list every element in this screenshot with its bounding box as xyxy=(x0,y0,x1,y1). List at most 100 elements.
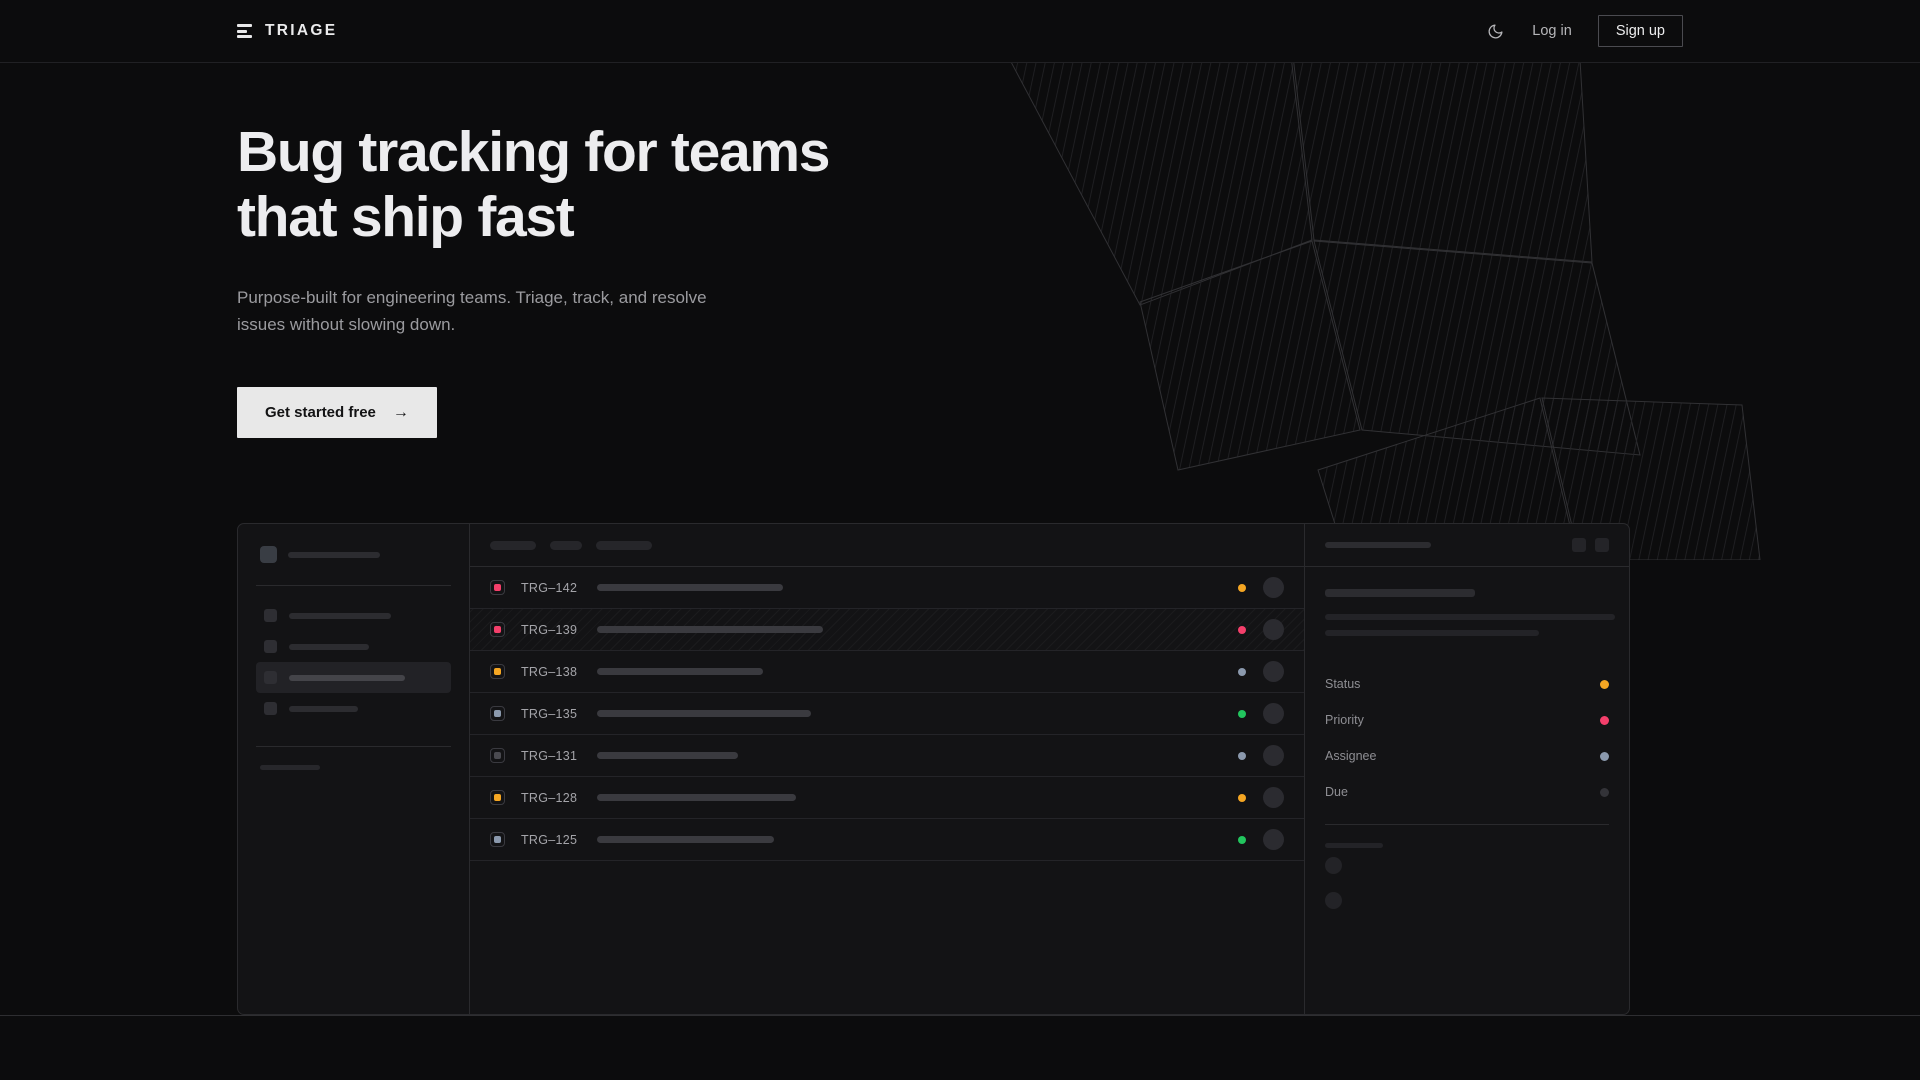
issue-id: TRG–125 xyxy=(521,832,578,847)
toolbar-control-2[interactable] xyxy=(550,540,582,550)
priority-icon xyxy=(490,580,505,595)
moon-icon[interactable] xyxy=(1484,20,1506,42)
sidebar-section-label xyxy=(260,765,320,770)
page-title: Bug tracking for teams that ship fast xyxy=(237,120,831,250)
toolbar-control-3[interactable] xyxy=(596,540,652,550)
detail-meta-status[interactable]: Status xyxy=(1325,666,1609,702)
meta-value-dot xyxy=(1600,715,1609,725)
brand-name: TRIAGE xyxy=(265,22,338,39)
detail-separator xyxy=(1325,824,1609,825)
priority-icon xyxy=(490,706,505,721)
top-navigation: TRIAGE Log in Sign up xyxy=(0,0,1920,63)
meta-value-dot xyxy=(1600,679,1609,689)
sidebar-nav-item-1[interactable] xyxy=(256,600,451,631)
detail-meta-priority[interactable]: Priority xyxy=(1325,702,1609,738)
issue-title-skeleton xyxy=(597,710,811,717)
status-badge xyxy=(1238,835,1246,844)
toolbar-control-1[interactable] xyxy=(490,540,536,550)
sidebar-divider-top xyxy=(256,585,451,586)
get-started-button[interactable]: Get started free → xyxy=(237,387,437,438)
detail-action-1-button[interactable] xyxy=(1572,538,1586,552)
meta-label: Due xyxy=(1325,785,1348,799)
avatar[interactable] xyxy=(1263,619,1284,640)
detail-meta-due[interactable]: Due xyxy=(1325,774,1609,810)
comment-avatar xyxy=(1325,892,1342,909)
issue-row[interactable]: TRG–131 xyxy=(470,735,1304,777)
avatar[interactable] xyxy=(1263,745,1284,766)
sidebar-nav-item-3[interactable] xyxy=(256,662,451,693)
sidebar-item-label xyxy=(289,612,391,619)
detail-description-line xyxy=(1325,614,1615,620)
signup-button[interactable]: Sign up xyxy=(1597,15,1683,47)
comment-item[interactable] xyxy=(1325,848,1609,883)
headline-line-1: Bug tracking for teams xyxy=(237,120,831,184)
issue-row[interactable]: TRG–142 xyxy=(470,567,1304,609)
priority-icon xyxy=(490,622,505,637)
sidebar-item-label xyxy=(289,674,405,681)
issue-title-skeleton xyxy=(597,836,774,843)
sidebar-item-icon xyxy=(264,640,277,653)
status-badge xyxy=(1238,751,1246,760)
detail-panel-header xyxy=(1305,524,1629,567)
sidebar-mini-item[interactable] xyxy=(256,806,451,826)
avatar[interactable] xyxy=(1263,577,1284,598)
avatar[interactable] xyxy=(1263,703,1284,724)
issue-title-skeleton xyxy=(597,752,738,759)
sidebar-nav-item-4[interactable] xyxy=(256,693,451,724)
issue-id: TRG–131 xyxy=(521,748,578,763)
detail-action-2-button[interactable] xyxy=(1595,538,1609,552)
issue-title-skeleton xyxy=(597,584,783,591)
sidebar-nav-item-2[interactable] xyxy=(256,631,451,662)
workspace-switcher[interactable] xyxy=(256,542,451,563)
issue-row[interactable]: TRG–128 xyxy=(470,777,1304,819)
login-link[interactable]: Log in xyxy=(1532,23,1572,39)
priority-icon xyxy=(490,748,505,763)
issue-id: TRG–135 xyxy=(521,706,578,721)
issue-title-skeleton xyxy=(597,626,823,633)
meta-label: Assignee xyxy=(1325,749,1377,763)
hero-subtitle: Purpose-built for engineering teams. Tri… xyxy=(237,287,707,335)
detail-description-line xyxy=(1325,630,1539,636)
hero-section: Bug tracking for teams that ship fast Pu… xyxy=(237,120,831,438)
issue-row[interactable]: TRG–135 xyxy=(470,693,1304,735)
sidebar-item-icon xyxy=(264,702,277,715)
detail-description-skeleton xyxy=(1325,614,1615,636)
brand-logo[interactable]: TRIAGE xyxy=(237,22,337,40)
issue-row[interactable]: TRG–138 xyxy=(470,651,1304,693)
meta-value-dot xyxy=(1600,751,1609,761)
sidebar-mini-item[interactable] xyxy=(256,786,451,806)
avatar[interactable] xyxy=(1263,661,1284,682)
comment-item[interactable] xyxy=(1325,883,1609,918)
status-badge xyxy=(1238,709,1246,718)
avatar[interactable] xyxy=(1263,787,1284,808)
issue-title-skeleton xyxy=(597,668,763,675)
comments-label-skeleton xyxy=(1325,843,1383,848)
sidebar-mini-item[interactable] xyxy=(256,826,451,846)
nav-actions: Log in Sign up xyxy=(1484,15,1683,47)
detail-meta-assignee[interactable]: Assignee xyxy=(1325,738,1609,774)
issue-id: TRG–139 xyxy=(521,622,578,637)
cta-label: Get started free xyxy=(265,404,376,421)
sidebar-item-label xyxy=(289,705,358,712)
status-badge xyxy=(1238,793,1246,802)
avatar[interactable] xyxy=(1263,829,1284,850)
priority-icon xyxy=(490,664,505,679)
headline-line-2: that ship fast xyxy=(237,184,575,249)
priority-icon xyxy=(490,790,505,805)
issue-row[interactable]: TRG–125 xyxy=(470,819,1304,861)
issue-id: TRG–138 xyxy=(521,664,578,679)
detail-comments-list xyxy=(1325,848,1609,918)
sidebar-mini-list xyxy=(256,786,451,846)
meta-label: Priority xyxy=(1325,713,1364,727)
issue-id: TRG–142 xyxy=(521,580,578,595)
issue-row[interactable]: TRG–139 xyxy=(470,609,1304,651)
issue-id: TRG–128 xyxy=(521,790,578,805)
status-badge xyxy=(1238,583,1246,592)
stacked-bars-icon xyxy=(237,24,252,38)
